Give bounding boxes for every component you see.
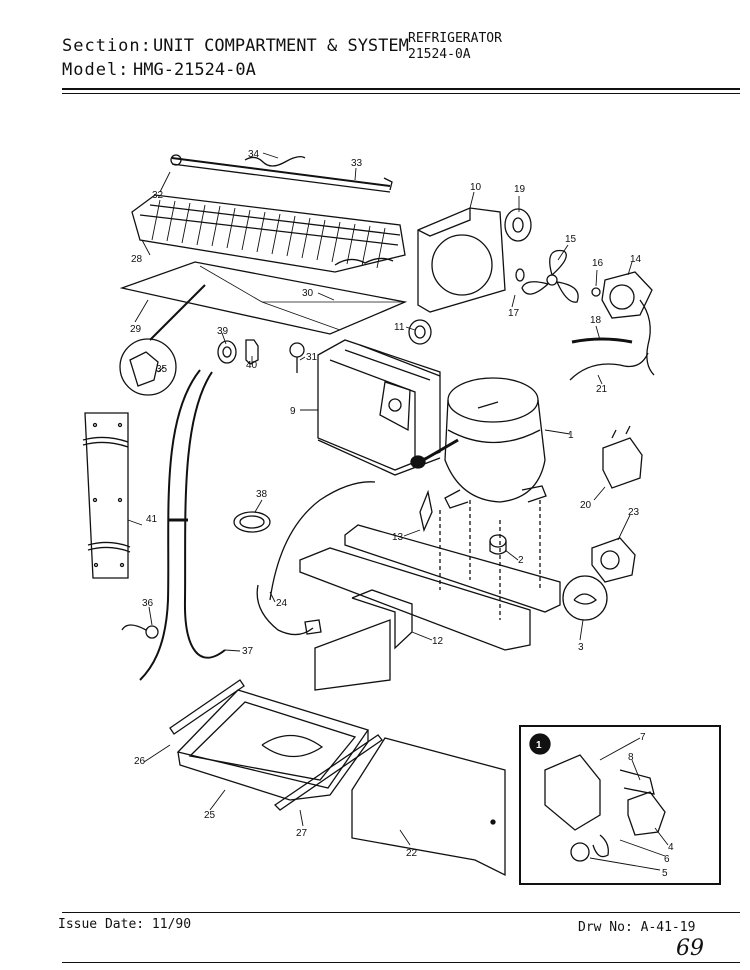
callout-29: 29 bbox=[130, 324, 142, 335]
callout-39: 39 bbox=[217, 326, 229, 337]
part-tubing bbox=[139, 369, 226, 681]
part-nut bbox=[591, 287, 601, 297]
footer-rule-bottom bbox=[62, 962, 740, 963]
model-label: Model: bbox=[62, 60, 130, 80]
part-clamp bbox=[233, 511, 271, 533]
svg-text:1: 1 bbox=[536, 740, 542, 751]
callout-28: 28 bbox=[131, 254, 143, 265]
callout-13: 13 bbox=[392, 532, 404, 543]
callout-18: 18 bbox=[590, 315, 602, 326]
callout-7: 7 bbox=[640, 732, 646, 743]
callout-37: 37 bbox=[242, 646, 254, 657]
part-fan-shroud bbox=[417, 207, 506, 313]
callout-20: 20 bbox=[580, 500, 592, 511]
callout-16: 16 bbox=[592, 258, 604, 269]
callout-38: 38 bbox=[256, 489, 268, 500]
part-evaporator bbox=[317, 339, 441, 476]
part-mounting-clip bbox=[562, 575, 608, 621]
part-drier bbox=[419, 489, 433, 533]
callout-25: 25 bbox=[204, 810, 216, 821]
part-grommet-2 bbox=[408, 319, 432, 345]
callout-2: 2 bbox=[518, 555, 524, 566]
part-thermostat bbox=[119, 284, 206, 396]
part-power-cord bbox=[256, 584, 314, 636]
callout-23: 23 bbox=[628, 507, 640, 518]
callout-leaders bbox=[127, 152, 669, 871]
callout-34: 34 bbox=[248, 149, 260, 160]
callout-24: 24 bbox=[276, 598, 288, 609]
part-base-frame bbox=[299, 500, 561, 691]
part-drain-pan bbox=[169, 679, 370, 801]
part-fan-hub bbox=[504, 208, 532, 242]
callout-15: 15 bbox=[565, 234, 577, 245]
part-clip bbox=[245, 339, 259, 365]
callout-35: 35 bbox=[156, 364, 168, 375]
callout-33: 33 bbox=[351, 158, 363, 169]
callout-8: 8 bbox=[628, 752, 634, 763]
inset-detail-box: 1 bbox=[519, 725, 721, 885]
callout-12: 12 bbox=[432, 636, 444, 647]
callout-31: 31 bbox=[306, 352, 318, 363]
model-value: HMG-21524-0A bbox=[133, 60, 256, 80]
callout-1: 1 bbox=[568, 430, 574, 441]
callout-26: 26 bbox=[134, 756, 146, 767]
page-mark: 69 bbox=[676, 936, 704, 961]
section-value: UNIT COMPARTMENT & SYSTEM bbox=[153, 36, 409, 56]
part-condenser-coil bbox=[131, 194, 406, 273]
product-title: REFRIGERATOR bbox=[408, 31, 502, 46]
part-defrost-timer bbox=[591, 537, 636, 583]
drawing-number: Drw No: A-41-19 bbox=[578, 920, 696, 935]
part-plate bbox=[119, 261, 408, 335]
part-grommet bbox=[217, 340, 237, 364]
header-rule-top bbox=[62, 88, 740, 90]
callout-19: 19 bbox=[514, 184, 526, 195]
part-wire-lead bbox=[569, 352, 649, 381]
panel-screw bbox=[490, 819, 496, 825]
part-compressor-grommet bbox=[489, 534, 507, 555]
product-model: 21524-0A bbox=[408, 47, 471, 62]
callout-14: 14 bbox=[630, 254, 642, 265]
callout-4: 4 bbox=[668, 842, 674, 853]
callout-32: 32 bbox=[152, 190, 164, 201]
part-fan-motor bbox=[601, 271, 655, 376]
part-compressor bbox=[410, 377, 547, 509]
part-washer bbox=[515, 268, 525, 282]
callout-40: 40 bbox=[246, 360, 258, 371]
issue-date: Issue Date: 11/90 bbox=[58, 917, 192, 932]
callout-10: 10 bbox=[470, 182, 482, 193]
callout-11: 11 bbox=[394, 322, 405, 333]
section-label: Section: bbox=[62, 36, 152, 56]
callout-17: 17 bbox=[508, 308, 520, 319]
callout-41: 41 bbox=[146, 514, 158, 525]
part-wire-harness bbox=[269, 481, 376, 601]
part-screw bbox=[289, 342, 305, 373]
part-tube-assembly bbox=[170, 154, 393, 193]
callout-21: 21 bbox=[596, 384, 608, 395]
callout-3: 3 bbox=[578, 642, 584, 653]
callout-30: 30 bbox=[302, 288, 314, 299]
part-fan-blade bbox=[521, 249, 579, 303]
part-access-panel bbox=[351, 737, 506, 877]
callout-6: 6 bbox=[664, 854, 670, 865]
part-harness bbox=[571, 337, 633, 344]
part-rail bbox=[273, 734, 383, 811]
callout-5: 5 bbox=[662, 868, 668, 879]
callout-9: 9 bbox=[290, 406, 296, 417]
part-relay bbox=[602, 425, 643, 489]
callout-36: 36 bbox=[142, 598, 154, 609]
header-rule-bottom bbox=[62, 93, 740, 94]
part-gasket-strip bbox=[82, 412, 131, 579]
callout-27: 27 bbox=[296, 828, 308, 839]
callout-22: 22 bbox=[406, 848, 418, 859]
footer-rule bbox=[62, 912, 740, 913]
part-valve bbox=[121, 624, 159, 639]
part-plug bbox=[304, 619, 322, 635]
